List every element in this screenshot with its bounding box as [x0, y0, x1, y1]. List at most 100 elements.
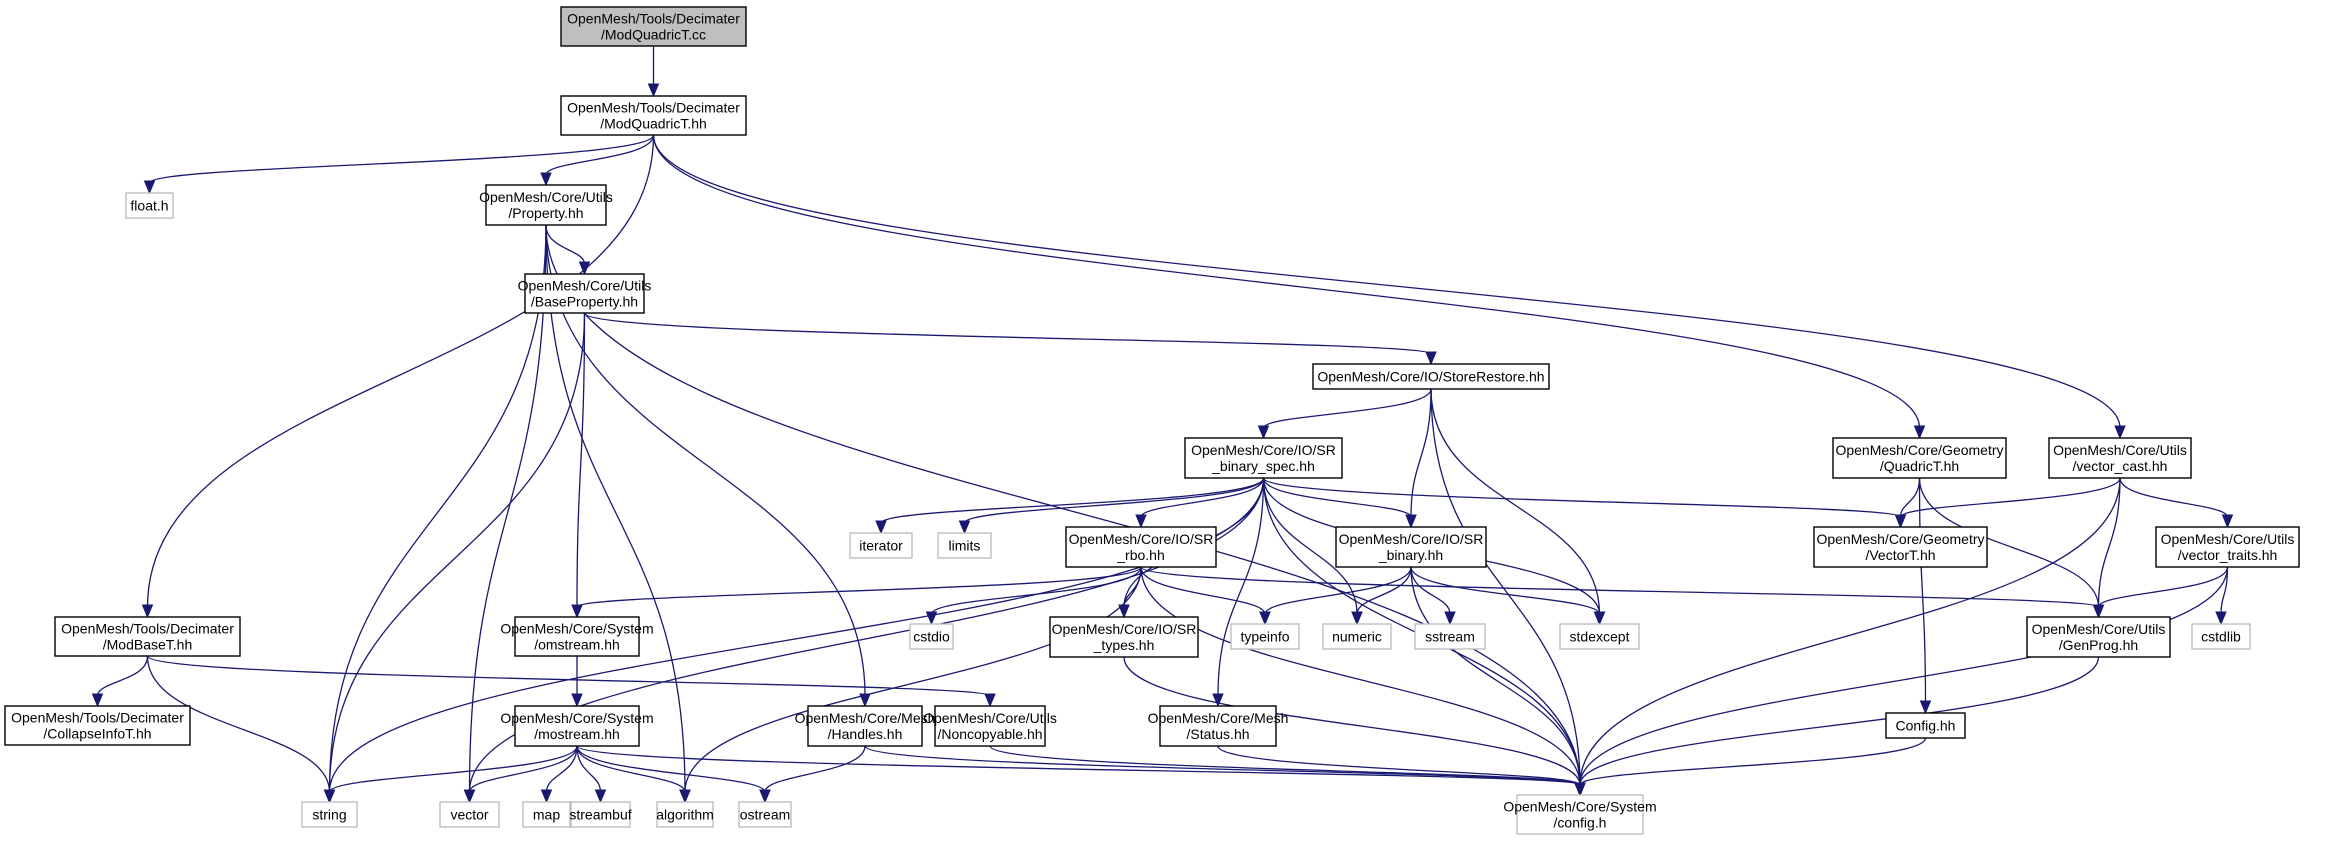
node-label: _binary.hh: [1378, 547, 1443, 563]
node-handles-hh[interactable]: OpenMesh/Core/Mesh/Handles.hh: [795, 705, 936, 747]
node-label: map: [533, 807, 560, 823]
edge-sr_binary_hh-to-sstream: [1410, 566, 1456, 626]
node-vectort-hh[interactable]: OpenMesh/Core/Geometry/VectorT.hh: [1813, 526, 1988, 568]
edge-line: [545, 745, 578, 793]
node-box: [656, 801, 714, 828]
node-box: [937, 532, 992, 559]
edge-vector_cast_hh-to-vectort_hh: [1894, 477, 2121, 529]
node-box: [560, 95, 747, 136]
arrowhead-icon: [1405, 514, 1417, 529]
edge-line: [1430, 388, 1581, 786]
node-box: [2048, 437, 2192, 479]
node-modquadric-cc: OpenMesh/Tools/Decimater/ModQuadricT.cc: [560, 6, 747, 47]
edge-sr_rbo_hh-to-config_h: [1140, 566, 1586, 797]
node-label: /CollapseInfoT.hh: [43, 726, 151, 742]
edge-line: [963, 477, 1265, 524]
node-modbase-hh[interactable]: OpenMesh/Tools/Decimater/ModBaseT.hh: [54, 616, 241, 657]
node-box: [524, 273, 645, 314]
node-label: /Status.hh: [1186, 726, 1249, 742]
edge-line: [1410, 388, 1432, 518]
edge-line: [1262, 388, 1432, 429]
arrowhead-icon: [859, 693, 871, 708]
arrowhead-icon: [463, 789, 476, 804]
edge-sr_rbo_hh-to-omstream_hh: [571, 566, 1142, 619]
node-baseproperty-hh[interactable]: OpenMesh/Core/Utils/BaseProperty.hh: [518, 273, 652, 314]
node-box: [934, 705, 1046, 747]
node-modquadric-hh[interactable]: OpenMesh/Tools/Decimater/ModQuadricT.hh: [560, 95, 747, 136]
node-label: iterator: [859, 538, 903, 554]
arrowhead-icon: [571, 693, 583, 708]
node-box: [1516, 794, 1644, 835]
node-box: [1559, 623, 1640, 650]
arrowhead-icon: [1919, 700, 1932, 715]
arrowhead-icon: [1894, 514, 1907, 529]
node-box: [1885, 712, 1966, 739]
arrowhead-icon: [2092, 604, 2105, 619]
node-label: OpenMesh/Core/System: [500, 710, 653, 726]
node-genprog-hh[interactable]: OpenMesh/Core/Utils/GenProg.hh: [2026, 616, 2171, 658]
arrowhead-icon: [1351, 611, 1363, 626]
node-streambuf: streambuf: [569, 801, 632, 828]
node-vector-cast-hh[interactable]: OpenMesh/Core/Utils/vector_cast.hh: [2048, 437, 2192, 479]
arrowhead-icon: [143, 180, 156, 195]
edge-line: [1123, 656, 1581, 786]
arrowhead-icon: [540, 172, 552, 187]
edge-mostream_hh-to-string: [323, 745, 578, 804]
node-config-hh[interactable]: Config.hh: [1885, 712, 1966, 739]
node-storerestore-hh[interactable]: OpenMesh/Core/IO/StoreRestore.hh: [1312, 363, 1550, 390]
edge-line: [1918, 477, 2100, 608]
node-sr-types-hh[interactable]: OpenMesh/Core/IO/SR_types.hh: [1049, 616, 1199, 658]
node-label: /Property.hh: [508, 205, 583, 221]
edge-baseproperty_hh-to-storerestore_hh: [583, 312, 1437, 366]
node-omstream-hh[interactable]: OpenMesh/Core/System/omstream.hh: [500, 616, 654, 657]
node-sr-rbo-hh[interactable]: OpenMesh/Core/IO/SR_rbo.hh: [1065, 526, 1217, 568]
edge-property_hh-to-handles_hh: [545, 224, 871, 708]
node-mostream-hh[interactable]: OpenMesh/Core/System/mostream.hh: [500, 705, 654, 747]
node-status-hh[interactable]: OpenMesh/Core/Mesh/Status.hh: [1148, 705, 1289, 747]
node-vector-traits-hh[interactable]: OpenMesh/Core/Utils/vector_traits.hh: [2155, 526, 2300, 568]
edges-layer: [91, 46, 2234, 804]
arrowhead-icon: [2114, 425, 2126, 440]
edge-line: [880, 477, 1265, 524]
edge-line: [1899, 477, 2121, 518]
arrowhead-icon: [1593, 611, 1606, 626]
arrowhead-icon: [571, 604, 583, 619]
edge-line: [1410, 566, 1581, 786]
arrowhead-icon: [1425, 351, 1437, 366]
node-label: /GenProg.hh: [2059, 637, 2138, 653]
node-label: OpenMesh/Tools/Decimater: [567, 100, 740, 116]
arrowhead-icon: [1135, 514, 1147, 529]
node-property-hh[interactable]: OpenMesh/Core/Utils/Property.hh: [479, 184, 613, 226]
node-label: _binary_spec.hh: [1211, 458, 1315, 474]
arrowhead-icon: [925, 611, 938, 626]
node-label: OpenMesh/Core/IO/SR: [1339, 531, 1484, 547]
node-noncopyable-hh[interactable]: OpenMesh/Core/Utils/Noncopyable.hh: [923, 705, 1057, 747]
node-label: OpenMesh/Core/IO/SR: [1069, 531, 1214, 547]
node-collapseinfo-hh[interactable]: OpenMesh/Tools/Decimater/CollapseInfoT.h…: [4, 705, 191, 746]
node-label: OpenMesh/Core/System: [500, 621, 653, 637]
edge-line: [545, 224, 686, 793]
edge-line: [2097, 566, 2229, 608]
edge-line: [576, 312, 586, 608]
edge-storerestore_hh-to-sr_binary_spec_hh: [1257, 388, 1432, 440]
edge-line: [1217, 745, 1581, 786]
edge-line: [328, 312, 586, 793]
node-label: float.h: [130, 198, 168, 214]
arrowhead-icon: [1259, 611, 1271, 626]
node-label: /VectorT.hh: [1865, 547, 1935, 563]
node-quadric-hh[interactable]: OpenMesh/Core/Geometry/QuadricT.hh: [1832, 437, 2007, 479]
edge-line: [1140, 477, 1265, 518]
node-box: [1159, 705, 1277, 747]
node-sr-binary-spec-hh[interactable]: OpenMesh/Core/IO/SR_binary_spec.hh: [1184, 437, 1343, 479]
node-label: typeinfo: [1240, 629, 1289, 645]
node-typeinfo: typeinfo: [1230, 623, 1300, 650]
arrowhead-icon: [984, 693, 996, 708]
edge-sr_binary_spec_hh-to-limits: [958, 477, 1265, 535]
edge-sr_binary_spec_hh-to-sr_rbo_hh: [1135, 477, 1265, 529]
edge-line: [989, 745, 1581, 786]
edge-line: [1140, 566, 2100, 608]
node-label: _types.hh: [1093, 637, 1155, 653]
node-sr-binary-hh[interactable]: OpenMesh/Core/IO/SR_binary.hh: [1335, 526, 1487, 568]
edge-line: [468, 224, 547, 793]
edge-line: [328, 224, 547, 793]
